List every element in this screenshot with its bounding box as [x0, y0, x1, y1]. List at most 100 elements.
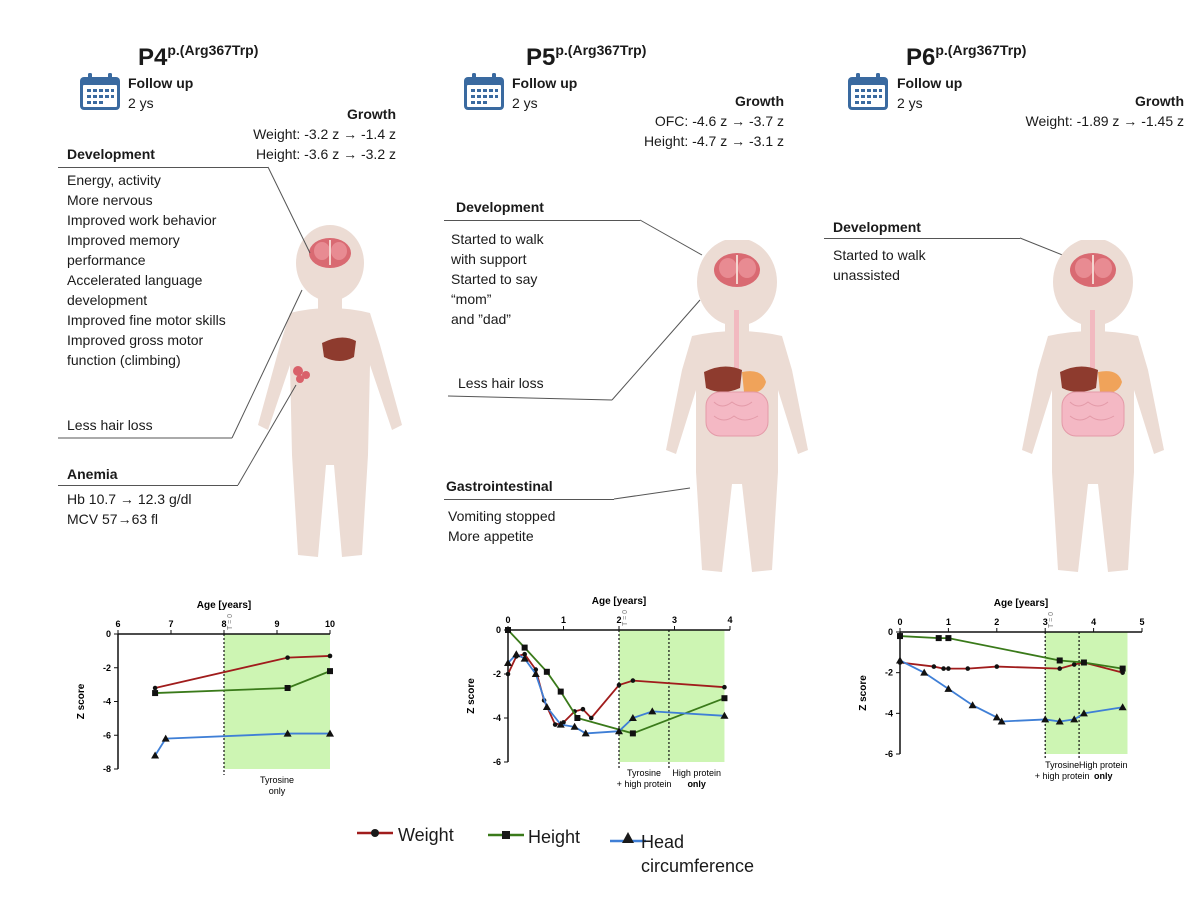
data-point-weight: [965, 666, 971, 671]
x-tick-label: 8: [221, 619, 226, 629]
data-point-weight: [533, 667, 539, 672]
development-title: Development: [833, 219, 921, 235]
y-tick-label: -6: [885, 749, 893, 759]
x-axis-label: Age [years]: [994, 598, 1048, 609]
t0-label: T = 0: [227, 614, 234, 630]
period-label: Tyrosine: [260, 775, 294, 785]
blood-cells-icon: [293, 366, 310, 383]
y-tick-label: -4: [103, 697, 111, 707]
gi-title: Gastrointestinal: [446, 478, 553, 494]
x-tick-label: 10: [325, 619, 335, 629]
data-point-weight: [994, 664, 1000, 669]
follow-up-value: 2 ys: [897, 95, 923, 111]
shaded-region: [668, 630, 725, 762]
data-point-weight: [1057, 666, 1063, 671]
data-point-weight: [152, 685, 158, 691]
development-item: Accelerated language: [67, 272, 203, 288]
data-point-head-circumference: [326, 729, 334, 737]
data-point-weight: [285, 655, 290, 660]
data-point-head-circumference: [720, 711, 729, 719]
growth-block: Growth Weight: -3.2 z → -1.4 z Height: -…: [253, 104, 396, 164]
patient-title: P4p.(Arg367Trp): [138, 42, 259, 71]
x-tick-label: 3: [1043, 617, 1048, 627]
shaded-region: [224, 634, 330, 769]
series-line-height: [899, 635, 1123, 670]
data-point-height: [557, 688, 564, 695]
data-point-weight: [552, 722, 558, 727]
t0-label: T = 0: [1048, 612, 1055, 628]
y-tick-label: 0: [106, 629, 111, 639]
y-tick-label: 0: [496, 625, 501, 635]
data-point-weight: [580, 706, 586, 712]
calendar-icon: [80, 73, 120, 110]
legend-label-head: Head circumference: [641, 832, 755, 876]
development-item: and ”dad”: [451, 311, 511, 327]
y-tick-label: -2: [103, 663, 111, 673]
child-body-figure: [666, 240, 808, 572]
panel-p4: P4p.(Arg367Trp) Follow up 2 ys Growth We…: [0, 0, 402, 900]
development-item: function (climbing): [67, 352, 181, 368]
calendar-icon: [848, 73, 888, 110]
development-item: unassisted: [833, 267, 900, 283]
period-label: High protein: [1079, 760, 1128, 770]
x-tick-label: 9: [274, 619, 279, 629]
esophagus-icon: [1090, 310, 1095, 370]
development-divider: [444, 220, 640, 221]
data-point-head-circumference: [1070, 715, 1079, 723]
data-point-weight: [588, 715, 594, 721]
growth-block: Growth OFC: -4.6 z → -3.7 z Height: -4.7…: [644, 91, 784, 151]
development-list: Started to walk with support Started to …: [451, 229, 544, 329]
panel-p5: P5p.(Arg367Trp) Follow up 2 ys Growth OF…: [400, 0, 808, 900]
period-label: High protein: [672, 768, 721, 778]
hair-loss-text: Less hair loss: [458, 375, 544, 391]
anemia-item: Hb 10.7 → 12.3 g/dl: [67, 491, 192, 507]
period-label: only: [687, 779, 706, 789]
x-tick-label: 0: [897, 617, 902, 627]
x-tick-label: 1: [946, 617, 951, 627]
period-label: only: [269, 786, 286, 796]
gi-list: Vomiting stopped More appetite: [448, 506, 555, 546]
data-point-head-circumference: [920, 668, 929, 676]
data-point-weight: [931, 664, 937, 669]
x-tick-label: 3: [672, 615, 677, 625]
data-point-head-circumference: [992, 713, 1001, 721]
anemia-list: Hb 10.7 → 12.3 g/dl MCV 57→63 fl: [67, 489, 192, 529]
follow-up-label: Follow up: [512, 75, 578, 91]
intestine-icon: [1061, 391, 1125, 437]
development-item: development: [67, 292, 148, 308]
patient-title: P5p.(Arg367Trp): [526, 42, 647, 71]
growth-title: Growth: [347, 106, 396, 122]
data-point-head-circumference: [944, 684, 953, 692]
legend-marker-weight: [357, 829, 393, 837]
callout-lines: [58, 166, 311, 486]
follow-up-label: Follow up: [897, 75, 963, 91]
development-item: Started to walk: [833, 247, 926, 263]
legend-label-weight: Weight: [398, 825, 454, 845]
gi-item: More appetite: [448, 528, 534, 544]
data-point-head-circumference: [556, 720, 565, 728]
y-tick-label: 0: [888, 627, 893, 637]
data-point-head-circumference: [615, 727, 623, 735]
data-point-height: [543, 668, 550, 675]
data-point-head-circumference: [1055, 717, 1064, 725]
x-axis-label: Age [years]: [592, 596, 646, 607]
data-point-height: [521, 644, 528, 651]
data-point-height: [284, 685, 291, 691]
callout-lines: [447, 219, 703, 500]
development-divider: [58, 167, 268, 168]
y-tick-label: -4: [493, 713, 501, 723]
data-point-weight: [941, 666, 946, 671]
follow-up-value: 2 ys: [512, 95, 538, 111]
t0-label: T = 0: [622, 610, 629, 626]
follow-up-value: 2 ys: [128, 95, 154, 111]
data-point-height: [1119, 665, 1126, 672]
stomach-icon: [742, 371, 766, 393]
legend-marker-head: [610, 832, 646, 843]
development-title: Development: [456, 199, 544, 215]
shaded-region: [1045, 632, 1080, 754]
data-point-weight: [630, 678, 636, 683]
liver-icon: [322, 337, 356, 361]
y-tick-label: -2: [885, 668, 893, 678]
x-tick-label: 4: [1091, 617, 1096, 627]
